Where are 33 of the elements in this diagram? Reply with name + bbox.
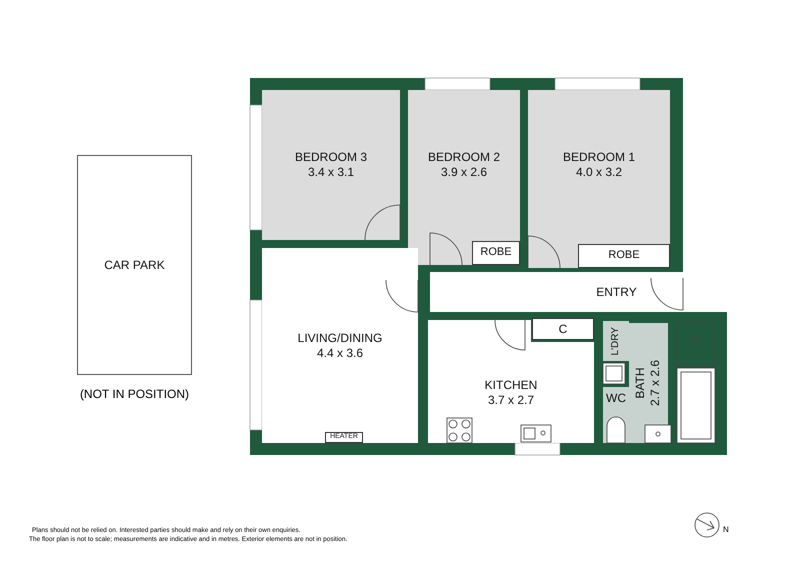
entry-hall-floor [430, 272, 683, 312]
heater-unit [325, 432, 363, 443]
room-name: BEDROOM 3 [294, 150, 367, 165]
room-dimensions: 3.7 x 2.7 [488, 392, 534, 408]
room-dimensions: 4.4 x 3.6 [316, 346, 364, 360]
car-park-outline [77, 155, 192, 375]
laundry-floor [603, 321, 629, 361]
room-dimensions: 3.9 x 2.6 [440, 165, 488, 180]
room-name: ROBE [480, 246, 512, 260]
room-dimensions: 2.7 x 2.6 [648, 360, 664, 406]
room-name: WC [606, 391, 626, 406]
room-name: LIVING/DINING [298, 330, 382, 346]
bedroom-floor [408, 90, 520, 265]
room-name: C [558, 322, 568, 336]
room-name: ENTRY [596, 284, 637, 300]
room-name: CAR PARK [104, 258, 165, 272]
bedroom-floor [528, 90, 670, 268]
north-label: N [723, 525, 729, 534]
room-name: BATH [634, 367, 648, 399]
wardrobe-box [578, 244, 670, 268]
bathroom-floor [629, 323, 668, 443]
kitchen-floor [428, 320, 594, 443]
room-name: ROBE [608, 249, 640, 263]
room-dimensions: 3.4 x 3.1 [308, 165, 354, 180]
living-area-floor [262, 248, 418, 443]
room-name: KITCHEN [484, 378, 538, 392]
bedroom-floor [262, 90, 400, 240]
room-name: BEDROOM 1 [562, 150, 635, 165]
note-text: (NOT IN POSITION) [78, 387, 190, 401]
wardrobe-box [472, 241, 520, 265]
room-name: BEDROOM 2 [428, 150, 500, 165]
room-dimensions: 4.0 x 3.2 [576, 165, 622, 180]
room-name: L'DRY [610, 326, 622, 356]
